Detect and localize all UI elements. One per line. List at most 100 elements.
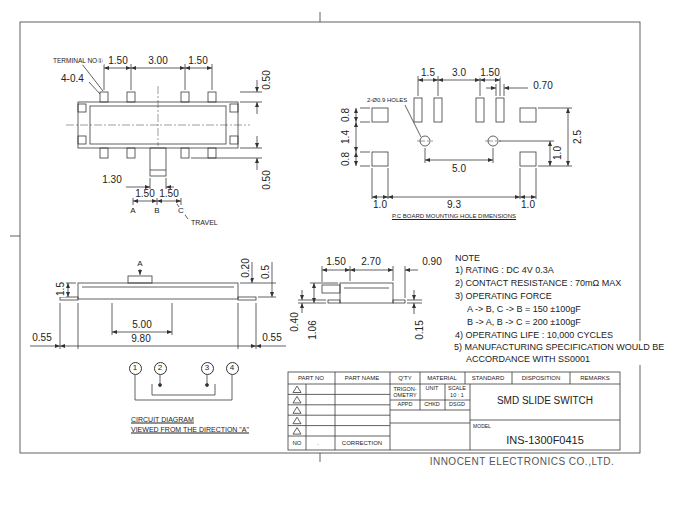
title-block-grid (390, 423, 470, 424)
title-block-grid (390, 410, 470, 411)
table-cell: NO (292, 440, 303, 446)
note-text: A -> B, C -> B = 150 ±100gF (466, 305, 582, 314)
end-view-drawing (328, 300, 340, 303)
title-block-grid (293, 428, 301, 435)
top-view-drawing (181, 198, 182, 205)
top-view-drawing (240, 102, 262, 103)
top-view-drawing (208, 148, 216, 158)
dimension-label: 1.0 (520, 200, 536, 210)
top-view-drawing (240, 92, 262, 93)
top-view-drawing (257, 80, 258, 92)
table-cell: DISPOSITION (521, 375, 562, 381)
circuit-caption: VIEWED FROM THE DIRECTION "A" (130, 426, 250, 433)
pcb-footprint-drawing (504, 84, 505, 96)
title-block-grid (512, 372, 513, 384)
side-view-drawing (140, 269, 141, 275)
pcb-footprint-drawing (538, 108, 572, 109)
top-view-drawing (150, 148, 166, 176)
top-view-drawing (157, 198, 158, 205)
top-view-drawing (100, 148, 108, 158)
top-view-drawing (133, 201, 157, 202)
pcb-footprint-drawing (360, 122, 370, 123)
end-view-drawing (322, 285, 340, 293)
dimension-label: 1.4 (341, 129, 351, 145)
pcb-footprint-drawing (496, 84, 497, 96)
company-name: INNOCENT ELECTRONICS CO.,LTD. (429, 457, 616, 467)
dimension-label: 3.0 (451, 68, 467, 78)
dimension-label: 0.8 (341, 151, 351, 167)
pcb-footprint-drawing (418, 76, 419, 96)
note-text: 5) MANUFACTURING SPECIFICATION WOULD BE … (454, 341, 680, 365)
top-view-drawing (257, 158, 258, 170)
side-view-drawing (252, 262, 253, 283)
end-view-drawing (340, 283, 393, 303)
end-view-drawing (407, 300, 422, 301)
pin-number-circle: 1 (129, 362, 142, 375)
table-cell: MATERIAL (426, 375, 458, 381)
dimension-label: 9.80 (130, 334, 151, 344)
top-view-drawing (177, 204, 188, 219)
side-view-drawing (172, 303, 173, 335)
title-block-grid (335, 372, 336, 450)
side-view-drawing (112, 303, 113, 335)
title-block-grid (288, 436, 390, 437)
end-view-drawing (393, 300, 405, 303)
top-view-drawing (126, 187, 150, 188)
end-view-drawing (322, 270, 350, 271)
end-view-drawing (414, 303, 415, 314)
pcb-footprint-drawing (476, 98, 484, 122)
title-block-grid (420, 384, 421, 410)
top-view-drawing (230, 104, 238, 112)
dimension-label: 0.55 (261, 333, 282, 343)
title-block-grid (288, 394, 390, 395)
title-block-grid (445, 384, 446, 410)
top-view-drawing (104, 68, 131, 69)
pin-number: 4 (230, 364, 234, 372)
title-block-grid (470, 420, 620, 421)
top-view-drawing (127, 148, 135, 158)
pcb-footprint-drawing (536, 168, 537, 199)
dimension-label: 1.5 (56, 281, 66, 297)
position-letter: B (153, 207, 160, 215)
dimension-label: 0.15 (415, 319, 425, 340)
side-view-drawing (112, 332, 172, 333)
pcb-footprint-drawing (480, 76, 481, 96)
pcb-footprint-drawing (520, 108, 536, 122)
pcb-footprint-drawing (438, 76, 439, 96)
circuit-drawing (135, 375, 136, 400)
view-caption: P.C BOARD MOUNTING HOLE DIMENSIONS (391, 213, 517, 219)
callout-label: 2-Ø0.9 HOLES (366, 97, 408, 103)
pin-number: 3 (205, 364, 209, 372)
drawing-frame (10, 12, 640, 462)
table-cell: TRIGON- OMETRY (391, 387, 419, 398)
pcb-footprint-drawing (434, 98, 442, 122)
top-view-drawing (157, 201, 181, 202)
end-view-drawing (405, 266, 406, 298)
end-view-drawing (405, 270, 418, 271)
dimension-label: 0.90 (421, 257, 442, 267)
circuit-drawing (207, 375, 208, 384)
pcb-footprint-drawing (356, 108, 357, 122)
dimension-label: 9.3 (446, 200, 462, 210)
top-view-drawing (66, 64, 262, 219)
pcb-footprint-drawing (417, 141, 433, 142)
circuit-drawing (159, 384, 162, 387)
pcb-footprint-drawing (538, 166, 572, 167)
end-view-drawing (350, 270, 393, 271)
pcb-footprint-drawing (480, 80, 500, 81)
pcb-footprint-drawing (496, 98, 504, 122)
title-block-grid (293, 407, 301, 414)
title-block-grid (288, 425, 390, 426)
note-text: B -> A, B -> C = 200 ±100gF (466, 318, 582, 327)
end-view-drawing (302, 303, 303, 313)
pcb-footprint-drawing (568, 108, 569, 166)
title-block-grid (390, 400, 470, 401)
end-view-drawing (393, 266, 394, 281)
dimension-label: 1.0 (553, 145, 563, 161)
pcb-footprint-drawing (550, 141, 551, 166)
title-block-grid (420, 372, 421, 384)
table-cell: CORRECTION (341, 440, 383, 446)
top-view-drawing (127, 92, 135, 102)
dimension-label: 0.50 (262, 69, 272, 90)
end-view-drawing (298, 266, 422, 314)
